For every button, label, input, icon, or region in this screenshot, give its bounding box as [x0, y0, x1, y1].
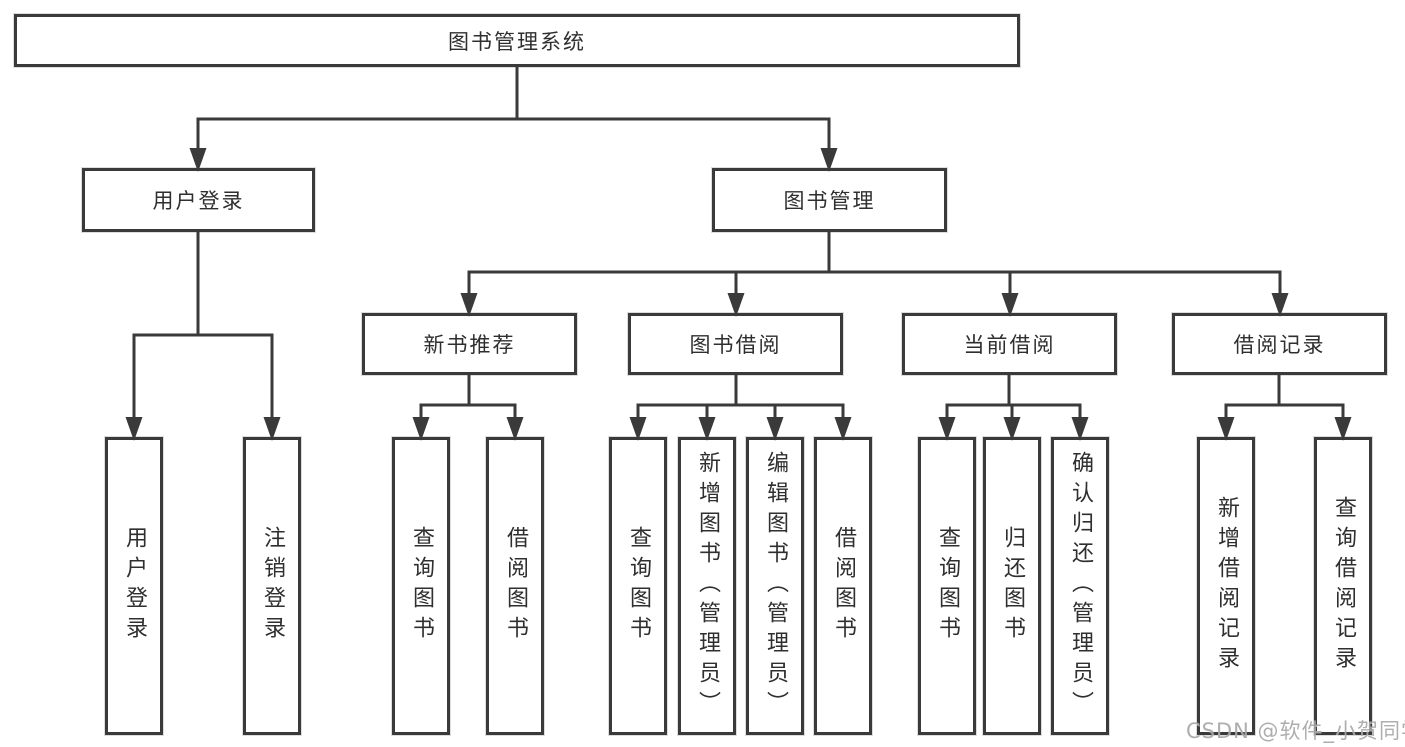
node-cb-confirm-return-admin: 确认归还（管理员） [1051, 437, 1109, 735]
node-current-borrow: 当前借阅 [902, 313, 1117, 375]
node-nb-query-book: 查询图书 [392, 437, 450, 735]
node-user-login-action: 用户登录 [105, 437, 163, 735]
node-label: 图书借阅 [689, 333, 782, 357]
node-label: 图书管理 [783, 189, 876, 213]
node-label: 借阅图书 [503, 526, 528, 646]
node-label: 确认归还（管理员） [1068, 451, 1093, 721]
node-bb-borrow-book: 借阅图书 [814, 437, 872, 735]
node-label: 编辑图书（管理员） [763, 451, 788, 721]
node-label: 归还图书 [1000, 526, 1025, 646]
node-label: 查询借阅记录 [1331, 496, 1356, 676]
node-bb-query-book: 查询图书 [609, 437, 667, 735]
node-label: 新增图书（管理员） [695, 451, 720, 721]
node-label: 图书管理系统 [448, 29, 586, 54]
node-label: 新书推荐 [423, 333, 516, 357]
node-label: 借阅记录 [1233, 333, 1326, 357]
node-label: 用户登录 [122, 526, 147, 646]
node-nb-borrow-book: 借阅图书 [486, 437, 544, 735]
node-root: 图书管理系统 [14, 14, 1020, 67]
node-label: 借阅图书 [831, 526, 856, 646]
node-new-book-recommend: 新书推荐 [362, 313, 577, 375]
watermark: CSDN @软件_小贺同学 [1186, 719, 1405, 743]
node-label: 新增借阅记录 [1214, 496, 1239, 676]
node-label: 查询图书 [935, 526, 960, 646]
node-user-login: 用户登录 [82, 168, 315, 232]
node-label: 查询图书 [409, 526, 434, 646]
node-label: 注销登录 [260, 526, 285, 646]
node-label: 当前借阅 [963, 333, 1056, 357]
node-borrow-record: 借阅记录 [1172, 313, 1387, 375]
node-logout-action: 注销登录 [243, 437, 301, 735]
node-br-query-record: 查询借阅记录 [1314, 437, 1372, 735]
node-bb-edit-book-admin: 编辑图书（管理员） [746, 437, 804, 735]
node-cb-return-book: 归还图书 [983, 437, 1041, 735]
node-book-mgmt: 图书管理 [712, 168, 947, 232]
node-bb-add-book-admin: 新增图书（管理员） [678, 437, 736, 735]
node-br-add-record: 新增借阅记录 [1197, 437, 1255, 735]
node-label: 用户登录 [152, 189, 245, 213]
node-book-borrow: 图书借阅 [628, 313, 843, 375]
node-cb-query-book: 查询图书 [918, 437, 976, 735]
node-label: 查询图书 [626, 526, 651, 646]
